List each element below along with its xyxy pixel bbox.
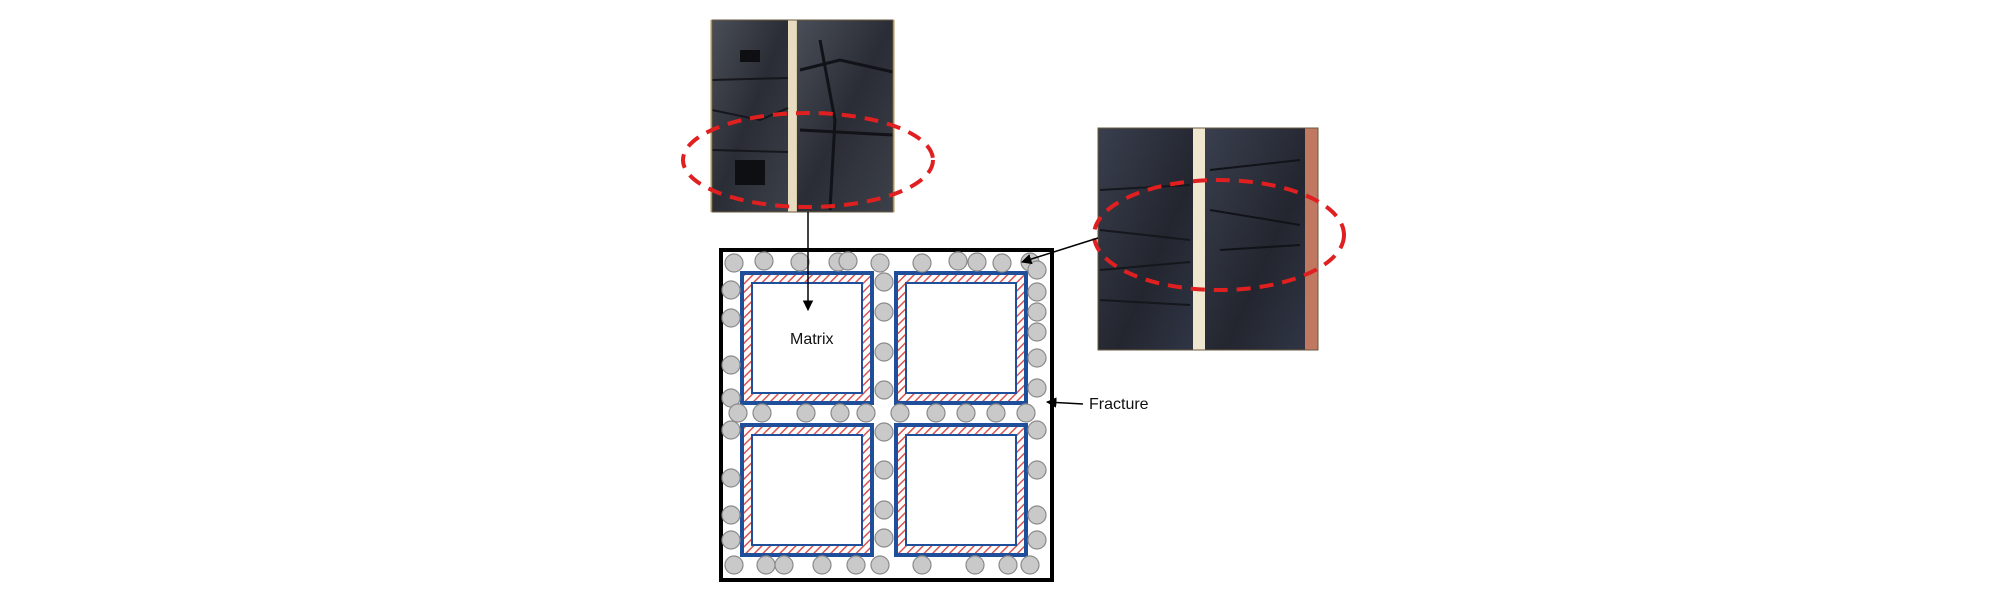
fracture-grain xyxy=(874,302,894,322)
fracture-grain xyxy=(774,555,794,575)
highlight-ellipse-left xyxy=(681,111,935,209)
fracture-grain xyxy=(1027,302,1047,322)
fracture-grain xyxy=(721,530,741,550)
fracture-grain xyxy=(874,272,894,292)
fracture-grain xyxy=(830,403,850,423)
fracture-grain xyxy=(874,380,894,400)
matrix-block xyxy=(894,423,1028,557)
fracture-grain xyxy=(1027,322,1047,342)
fracture-grain xyxy=(1027,260,1047,280)
fracture-grain xyxy=(1027,420,1047,440)
fracture-grain xyxy=(874,528,894,548)
fracture-grain xyxy=(956,403,976,423)
fracture-grain xyxy=(721,468,741,488)
fracture-grain xyxy=(1027,530,1047,550)
highlight-ellipse-right xyxy=(1092,178,1346,292)
fracture-grain xyxy=(1016,403,1036,423)
core-to-fracture-arrow xyxy=(1020,237,1099,265)
fracture-grain xyxy=(721,280,741,300)
fracture-grain xyxy=(790,252,810,272)
fracture-grain xyxy=(752,403,772,423)
fracture-grain xyxy=(721,420,741,440)
fracture-grain xyxy=(838,251,858,271)
fracture-grain xyxy=(721,505,741,525)
fracture-grain xyxy=(992,253,1012,273)
fracture-grain xyxy=(1027,460,1047,480)
fracture-grain xyxy=(1020,555,1040,575)
fracture-grain xyxy=(856,403,876,423)
fracture-grain xyxy=(724,253,744,273)
fracture-arrow xyxy=(1045,397,1084,408)
matrix-label: Matrix xyxy=(790,331,834,348)
fracture-grain xyxy=(998,555,1018,575)
fracture-grain xyxy=(721,355,741,375)
fracture-grain xyxy=(874,342,894,362)
core-photo-left xyxy=(710,19,895,213)
matrix-blocks xyxy=(740,271,1028,557)
fracture-grain xyxy=(724,555,744,575)
matrix-block xyxy=(740,423,874,557)
fracture-grain xyxy=(870,253,890,273)
fracture-grains xyxy=(721,251,1047,575)
fracture-grain xyxy=(1027,378,1047,398)
fracture-label: Fracture xyxy=(1089,396,1149,413)
fracture-grain xyxy=(926,403,946,423)
fracture-grain xyxy=(1027,282,1047,302)
fracture-grain xyxy=(728,403,748,423)
fracture-grain xyxy=(1027,348,1047,368)
matrix-block xyxy=(740,271,874,405)
fracture-grain xyxy=(912,253,932,273)
fracture-grain xyxy=(912,555,932,575)
fracture-grain xyxy=(812,555,832,575)
fracture-grain xyxy=(874,500,894,520)
matrix-block xyxy=(894,271,1028,405)
fracture-grain xyxy=(890,403,910,423)
fracture-grain xyxy=(754,251,774,271)
fracture-grain xyxy=(1027,505,1047,525)
fracture-grain xyxy=(846,555,866,575)
core-photo-right xyxy=(1097,127,1319,351)
fracture-grain xyxy=(756,555,776,575)
fracture-grain xyxy=(967,252,987,272)
fracture-grain xyxy=(948,251,968,271)
fracture-grain xyxy=(870,555,890,575)
fracture-grain xyxy=(965,555,985,575)
fracture-grain xyxy=(796,403,816,423)
fracture-grain xyxy=(874,422,894,442)
fracture-grain xyxy=(721,308,741,328)
fracture-grain xyxy=(986,403,1006,423)
fracture-grain xyxy=(874,460,894,480)
